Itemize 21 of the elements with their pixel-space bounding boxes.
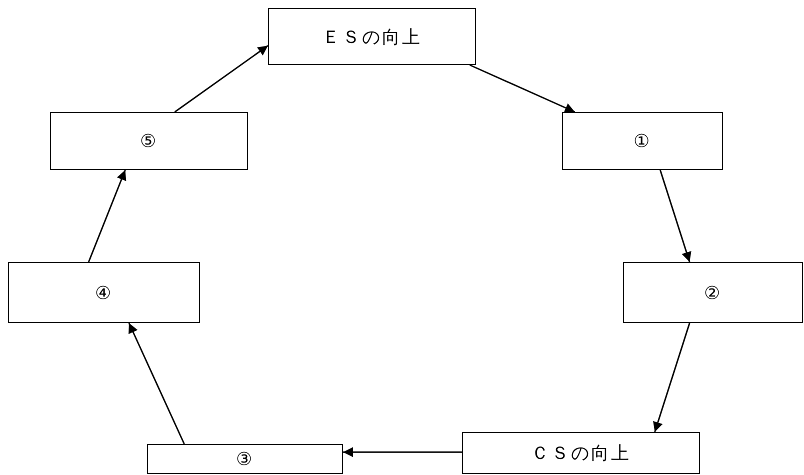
box-label: ＣＳの向上 xyxy=(531,442,631,465)
arrow xyxy=(343,447,462,458)
arrow xyxy=(660,170,692,262)
box-label: ④ xyxy=(95,282,113,304)
process-box xyxy=(562,112,723,170)
process-box xyxy=(147,444,343,474)
box-label: ＥＳの向上 xyxy=(322,26,422,48)
box-label: ① xyxy=(634,130,652,152)
arrow xyxy=(174,45,268,113)
process-box xyxy=(8,262,200,323)
process-box xyxy=(462,432,700,474)
process-box xyxy=(50,112,248,170)
arrow xyxy=(653,322,690,432)
box-label: ③ xyxy=(236,448,254,470)
box-label: ⑤ xyxy=(140,130,158,152)
arrow xyxy=(469,64,576,113)
process-box xyxy=(268,8,476,65)
box-label: ② xyxy=(704,282,722,304)
arrow xyxy=(88,170,126,262)
process-box xyxy=(623,262,803,323)
arrow xyxy=(128,322,185,444)
